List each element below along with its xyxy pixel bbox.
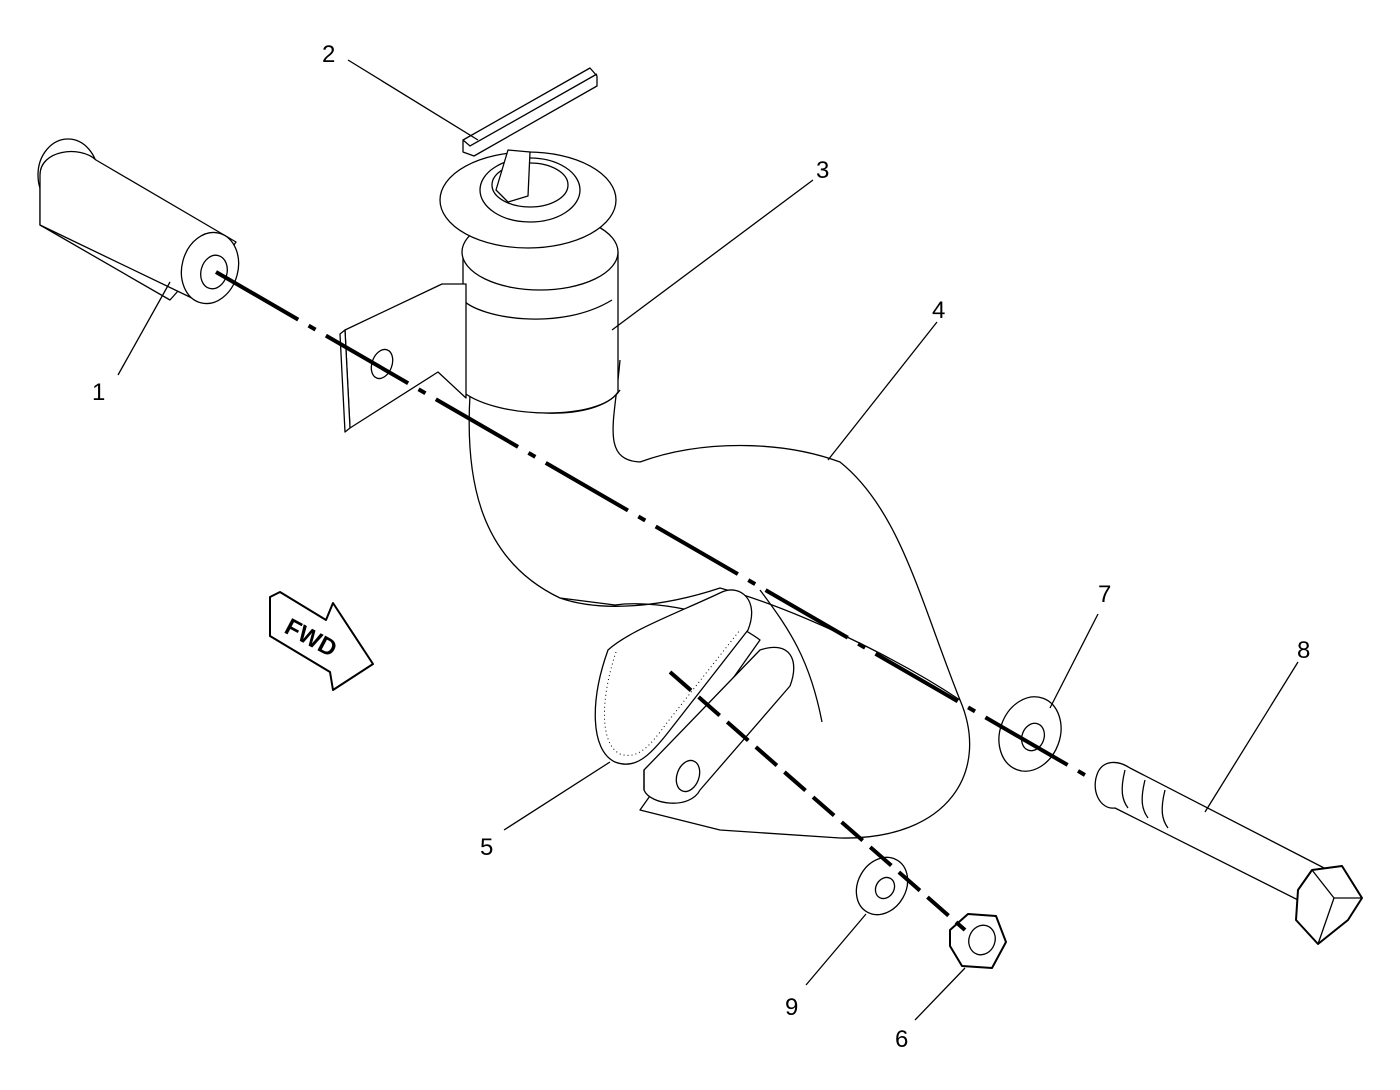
t-handle-knob: [439, 67, 617, 249]
bolt: [1094, 761, 1363, 945]
centerline-upper: [214, 270, 1087, 777]
washer-large: [998, 696, 1062, 772]
callout-numbers: 1 2 3 4 5 6 7 8 9: [92, 41, 1310, 1053]
leader-3: [611, 179, 814, 331]
callout-8: 8: [1297, 637, 1310, 664]
callout-1: 1: [92, 379, 105, 406]
washer-small: [855, 856, 909, 916]
callout-4: 4: [932, 297, 945, 324]
forward-direction-arrow: FWD: [269, 591, 374, 691]
leader-2: [347, 59, 479, 141]
callout-2: 2: [322, 41, 335, 68]
leader-9: [805, 913, 867, 986]
leader-6: [914, 967, 966, 1021]
leader-4: [827, 321, 938, 461]
callout-7: 7: [1098, 581, 1111, 608]
leader-8: [1204, 661, 1299, 813]
callout-9: 9: [785, 994, 798, 1021]
clamp-bracket: [339, 213, 619, 433]
callout-6: 6: [895, 1026, 908, 1053]
leader-5: [503, 761, 611, 831]
leader-7: [1049, 613, 1099, 709]
callout-3: 3: [816, 157, 829, 184]
leader-1: [117, 281, 171, 376]
spacer-sleeve: [37, 138, 240, 305]
centerline-lower: [668, 670, 967, 932]
leader-lines: [117, 59, 1299, 1021]
callout-5: 5: [480, 834, 493, 861]
